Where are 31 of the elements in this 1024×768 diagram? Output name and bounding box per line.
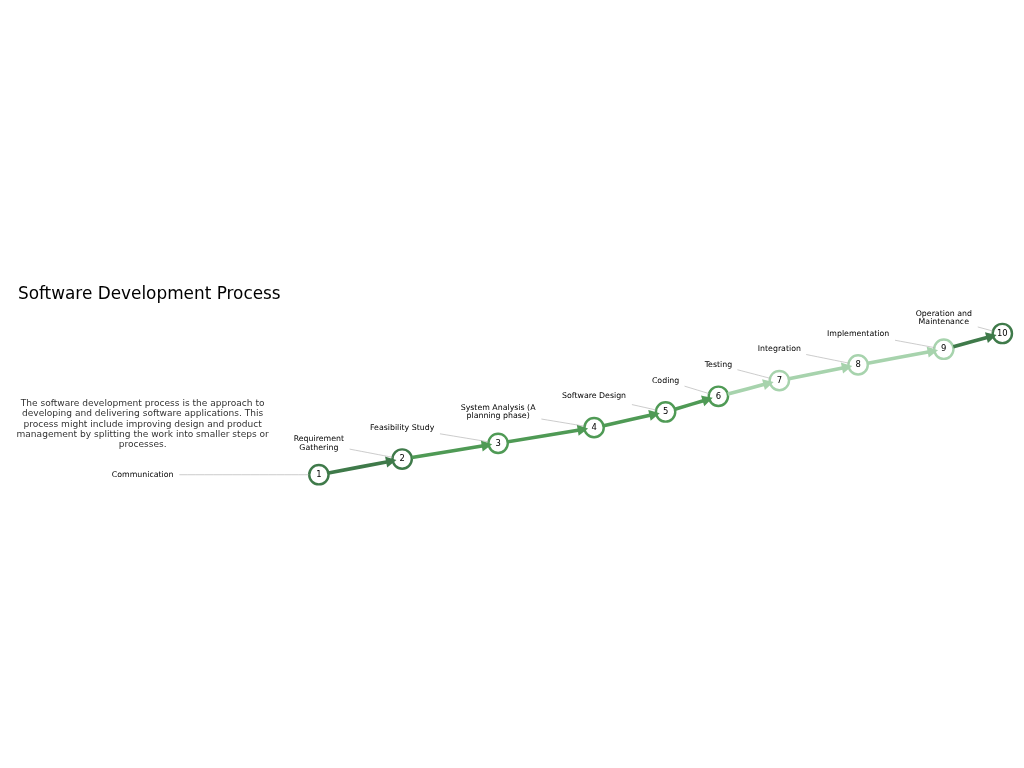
node-circle: 8 xyxy=(847,353,869,376)
arrow xyxy=(788,362,853,381)
node-circle: 4 xyxy=(583,416,605,438)
arrow xyxy=(952,331,997,348)
connector xyxy=(894,339,935,348)
connector xyxy=(737,368,771,379)
diagram-title: Software Development Process xyxy=(17,282,281,303)
label: The software development process is the approach to developing and delivering software applications. This process might include improving design and product management by splitting the work into smaller steps or processes. xyxy=(16,397,269,449)
node-circle: 9 xyxy=(932,337,955,360)
connector xyxy=(541,418,585,426)
node-circle: 10 xyxy=(991,322,1014,344)
arrow xyxy=(674,395,713,411)
connector xyxy=(805,353,849,363)
arrow xyxy=(507,424,589,444)
node-circle: 2 xyxy=(391,447,414,470)
arrow xyxy=(328,456,397,475)
node-circle: 6 xyxy=(707,384,730,407)
arrow xyxy=(411,440,493,459)
connector xyxy=(684,385,710,394)
connector xyxy=(179,473,310,475)
connector xyxy=(977,326,994,331)
node-circle: 1 xyxy=(308,463,330,486)
arrow xyxy=(867,346,939,365)
node-circle: 7 xyxy=(768,369,791,391)
arrow xyxy=(603,409,660,427)
node-circle: 5 xyxy=(654,400,677,423)
node-circle: 3 xyxy=(487,432,509,454)
connector xyxy=(439,433,489,442)
connector xyxy=(349,448,393,458)
arrow xyxy=(727,378,774,396)
connector xyxy=(631,403,657,410)
